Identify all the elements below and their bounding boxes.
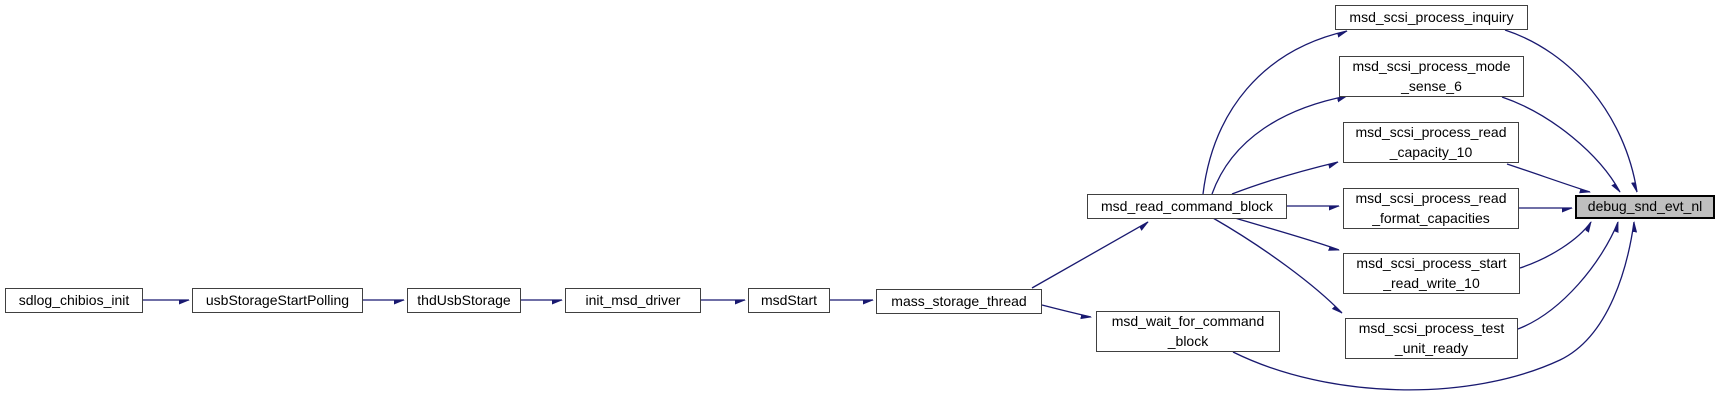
node-msd_scsi_process_test_unit_ready[interactable]: msd_scsi_process_test _unit_ready [1345, 318, 1518, 359]
node-label: thdUsbStorage [417, 291, 511, 308]
edge-msd_read_command_block-msd_scsi_process_test_unit_ready [1212, 217, 1342, 313]
node-msd_wait_for_command_block[interactable]: msd_wait_for_command _block [1096, 311, 1280, 352]
node-label: msd_wait_for_command _block [1111, 312, 1265, 349]
edge-msd_read_command_block-msd_scsi_process_start_read_write_10 [1234, 217, 1339, 250]
edge-msd_scsi_process_inquiry-debug_snd_evt_nl [1504, 29, 1638, 192]
node-mass_storage_thread[interactable]: mass_storage_thread [876, 289, 1042, 314]
edge-mass_storage_thread-msd_wait_for_command_block [1041, 304, 1091, 317]
node-label: msd_read_command_block [1101, 197, 1273, 214]
node-label: msd_scsi_process_start _read_write_10 [1356, 254, 1507, 291]
node-label: msd_scsi_process_read _format_capacities [1355, 189, 1507, 226]
edge-mass_storage_thread-msd_read_command_block [1031, 221, 1148, 289]
node-msd_read_command_block[interactable]: msd_read_command_block [1087, 194, 1287, 219]
node-label: sdlog_chibios_init [18, 291, 130, 308]
node-debug_snd_evt_nl-highlighted: debug_snd_evt_nl [1575, 195, 1715, 219]
node-label: mass_storage_thread [891, 292, 1027, 309]
node-label: msd_scsi_process_mode _sense_6 [1352, 57, 1511, 94]
node-label: msd_scsi_process_read _capacity_10 [1355, 123, 1507, 160]
edge-msd_read_command_block-msd_scsi_process_mode_sense_6 [1211, 95, 1347, 195]
node-msd_scsi_process_read_format_capacities[interactable]: msd_scsi_process_read _format_capacities [1343, 188, 1519, 229]
node-sdlog_chibios_init[interactable]: sdlog_chibios_init [5, 288, 143, 313]
node-msd_scsi_process_mode_sense_6[interactable]: msd_scsi_process_mode _sense_6 [1339, 56, 1524, 97]
edge-msd_scsi_process_read_capacity_10-debug_snd_evt_nl [1506, 163, 1590, 192]
node-msd_scsi_process_start_read_write_10[interactable]: msd_scsi_process_start _read_write_10 [1343, 253, 1520, 294]
node-msdStart[interactable]: msdStart [748, 288, 830, 313]
node-label: init_msd_driver [585, 291, 681, 308]
node-label: msd_scsi_process_inquiry [1349, 8, 1514, 25]
node-label: usbStorageStartPolling [205, 291, 350, 308]
node-msd_scsi_process_inquiry[interactable]: msd_scsi_process_inquiry [1335, 5, 1528, 30]
edge-msd_scsi_process_mode_sense_6-debug_snd_evt_nl [1501, 96, 1621, 192]
node-init_msd_driver[interactable]: init_msd_driver [565, 288, 701, 313]
edge-msd_scsi_process_test_unit_ready-debug_snd_evt_nl [1517, 222, 1619, 330]
node-thdUsbStorage[interactable]: thdUsbStorage [407, 288, 521, 313]
node-msd_scsi_process_read_capacity_10[interactable]: msd_scsi_process_read _capacity_10 [1343, 122, 1519, 163]
edge-msd_read_command_block-msd_scsi_process_inquiry [1202, 30, 1347, 195]
node-label: msdStart [760, 291, 817, 308]
node-usbStorageStartPolling[interactable]: usbStorageStartPolling [192, 288, 363, 313]
node-label: debug_snd_evt_nl [1587, 198, 1703, 215]
edge-msd_read_command_block-msd_scsi_process_read_capacity_10 [1231, 161, 1338, 195]
edge-msd_scsi_process_start_read_write_10-debug_snd_evt_nl [1519, 222, 1591, 269]
node-label: msd_scsi_process_test _unit_ready [1358, 319, 1505, 356]
edge-msd_wait_for_command_block-debug_snd_evt_nl [1232, 222, 1634, 391]
